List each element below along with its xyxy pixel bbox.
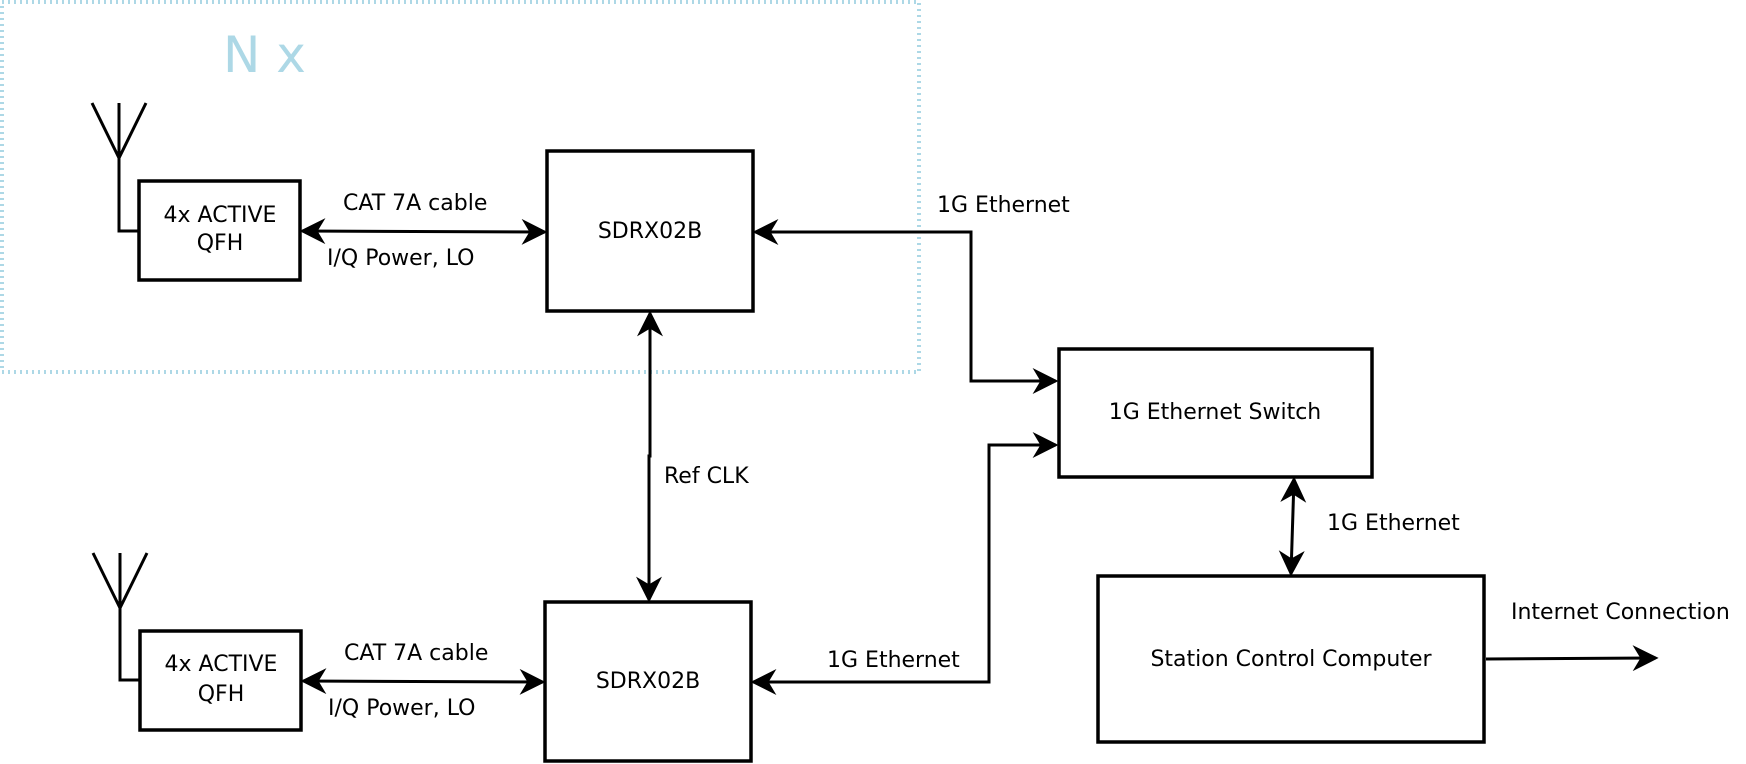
- cat7a-cable-link: [300, 668, 546, 695]
- repeat-group-label: N x: [223, 26, 306, 84]
- sdr-receiver-label: SDRX02B: [596, 669, 700, 694]
- cat7a-cable-link: [299, 218, 548, 245]
- ethernet-link: [750, 432, 1059, 695]
- ethernet-switch-label: 1G Ethernet Switch: [1109, 400, 1322, 425]
- internet-link: [1485, 645, 1659, 672]
- cable-label: CAT 7A cable: [343, 191, 487, 216]
- antenna-icon: [90, 102, 148, 233]
- ref-clk-link: [636, 310, 663, 603]
- qfh-antenna-label: QFH: [197, 231, 244, 256]
- qfh-antenna-box: [137, 179, 302, 282]
- ref-clk-label: Ref CLK: [664, 464, 749, 489]
- ethernet-label: 1G Ethernet: [827, 648, 960, 673]
- qfh-antenna-label: 4x ACTIVE: [165, 652, 278, 677]
- ethernet-label: 1G Ethernet: [937, 193, 1070, 218]
- ethernet-link: [1278, 476, 1307, 577]
- qfh-antenna-label: 4x ACTIVE: [164, 203, 277, 228]
- ethernet-label: 1G Ethernet: [1327, 511, 1460, 536]
- cable-sublabel: I/Q Power, LO: [328, 696, 476, 721]
- qfh-antenna-box: [138, 629, 303, 732]
- qfh-antenna-label: QFH: [198, 682, 245, 707]
- cable-label: CAT 7A cable: [344, 641, 488, 666]
- internet-label: Internet Connection: [1511, 600, 1730, 625]
- cable-sublabel: I/Q Power, LO: [327, 246, 475, 271]
- station-computer-box: [1096, 574, 1486, 744]
- ethernet-switch-box: [1057, 347, 1374, 479]
- antenna-icon: [91, 552, 149, 682]
- ethernet-link: [752, 219, 1059, 394]
- sdr-receiver-label: SDRX02B: [598, 219, 702, 244]
- station-computer-label: Station Control Computer: [1150, 647, 1432, 672]
- repeat-group-frame: [0, 0, 921, 374]
